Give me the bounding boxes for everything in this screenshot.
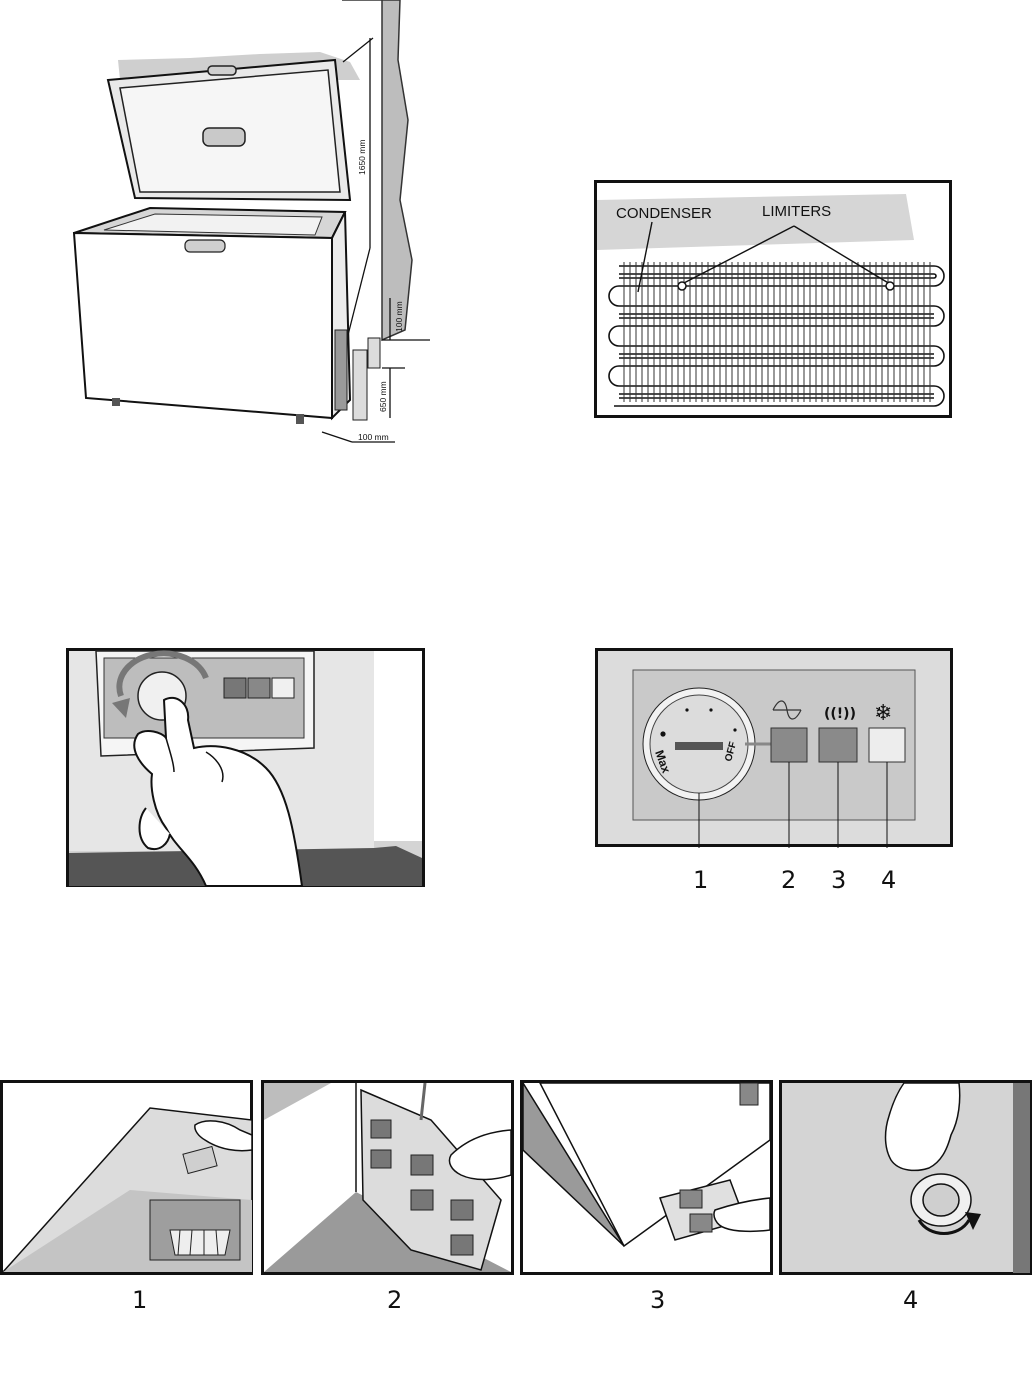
dial-handle xyxy=(675,742,723,750)
control-panel-figure: Max OFF ((!)) ❄ 1 2 3 4 xyxy=(595,648,955,894)
callout-number-2: 2 xyxy=(781,866,797,894)
callout-number-3: 3 xyxy=(831,866,847,894)
hand-illustration xyxy=(133,696,304,887)
hand-illustration xyxy=(448,1129,512,1181)
hand-illustration xyxy=(884,1082,961,1172)
height-dimension-label: 1650 mm xyxy=(357,140,367,175)
installation-figure: 1650 mm 100 mm 650 mm 100 mm xyxy=(60,0,440,460)
limiter-right xyxy=(885,281,895,291)
superfreeze-indicator xyxy=(868,727,906,763)
alarm-icon: ((!)) xyxy=(824,706,856,722)
back-depth-dimension-label: 650 mm xyxy=(378,381,388,412)
step-number-1: 1 xyxy=(132,1286,148,1314)
limiters-label: LIMITERS xyxy=(762,203,831,220)
step-4-figure: 4 xyxy=(779,1080,1033,1320)
power-indicator xyxy=(770,727,808,763)
hand-illustration xyxy=(713,1197,771,1233)
top-gap-dimension-label: 100 mm xyxy=(394,301,404,332)
snowflake-icon: ❄ xyxy=(874,701,892,726)
hand-illustration xyxy=(194,1120,253,1152)
wall xyxy=(342,0,413,342)
step-3-figure: 3 xyxy=(520,1080,774,1320)
step-number-3: 3 xyxy=(650,1286,666,1314)
condenser-label: CONDENSER xyxy=(616,205,712,222)
step-1-figure: 1 xyxy=(0,1080,254,1320)
side-gap-dimension-label: 100 mm xyxy=(358,432,389,442)
knob-adjust-figure xyxy=(66,648,426,888)
rotate-arrow-icon xyxy=(917,1219,971,1235)
step-2-figure: 2 xyxy=(261,1080,515,1320)
callout-number-4: 4 xyxy=(881,866,897,894)
step-number-4: 4 xyxy=(903,1286,919,1314)
mains-wave-icon xyxy=(772,700,802,720)
freezer-cabinet xyxy=(72,231,333,420)
alarm-indicator xyxy=(818,727,858,763)
limiter-left xyxy=(677,281,687,291)
step-number-2: 2 xyxy=(387,1286,403,1314)
callout-number-1: 1 xyxy=(693,866,709,894)
knob-label-off: OFF xyxy=(723,741,739,763)
condenser-figure: CONDENSER LIMITERS xyxy=(594,180,954,420)
